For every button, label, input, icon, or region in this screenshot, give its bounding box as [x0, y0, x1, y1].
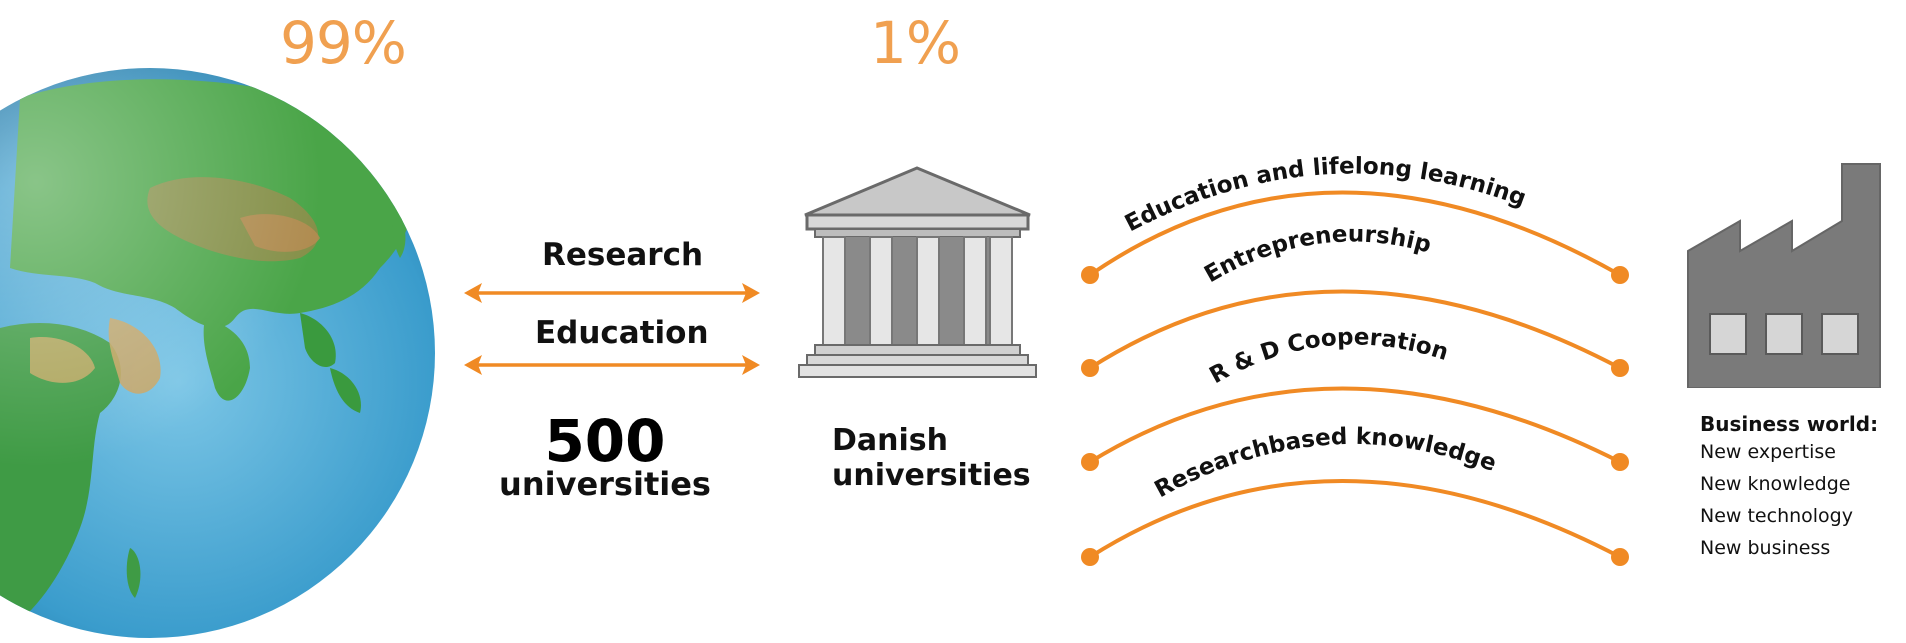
- danish-label-line2: universities: [832, 458, 1031, 494]
- business-world-list: Business world: New expertise New knowle…: [1700, 412, 1878, 558]
- channel-4-end-dot: [1611, 548, 1629, 566]
- business-item: New knowledge: [1700, 473, 1851, 495]
- business-item: New business: [1700, 537, 1831, 559]
- channel-label-2: Entrepreneurship: [1200, 221, 1434, 288]
- business-item: New technology: [1700, 505, 1853, 527]
- business-world-title: Business world:: [1700, 412, 1879, 436]
- danish-percent: 1%: [870, 9, 961, 77]
- channel-2-end-dot: [1611, 359, 1629, 377]
- factory-icon: [1687, 163, 1881, 388]
- svg-text:Entrepreneurship: Entrepreneurship: [1200, 221, 1434, 288]
- education-label: Education: [535, 315, 709, 351]
- channel-2-start-dot: [1081, 359, 1099, 377]
- university-count: 500: [544, 407, 666, 475]
- university-count-label: universities: [499, 465, 711, 503]
- danish-universities-label: Danish universities: [832, 423, 1031, 494]
- university-building-icon: [798, 166, 1037, 378]
- research-arrow: [464, 283, 760, 303]
- globe-icon: [0, 68, 435, 638]
- channel-label-3: R & D Cooperation: [1205, 324, 1451, 389]
- research-label: Research: [542, 237, 704, 273]
- channel-1-start-dot: [1081, 266, 1099, 284]
- channel-3-end-dot: [1611, 453, 1629, 471]
- business-item: New expertise: [1700, 441, 1836, 463]
- channel-3-start-dot: [1081, 453, 1099, 471]
- knowledge-channels: Education and lifelong learning Entrepre…: [1081, 153, 1629, 566]
- channel-1-end-dot: [1611, 266, 1629, 284]
- education-arrow: [464, 355, 760, 375]
- svg-text:R & D Cooperation: R & D Cooperation: [1205, 324, 1451, 389]
- danish-label-line1: Danish: [832, 423, 949, 458]
- channel-4-start-dot: [1081, 548, 1099, 566]
- global-percent: 99%: [280, 9, 407, 77]
